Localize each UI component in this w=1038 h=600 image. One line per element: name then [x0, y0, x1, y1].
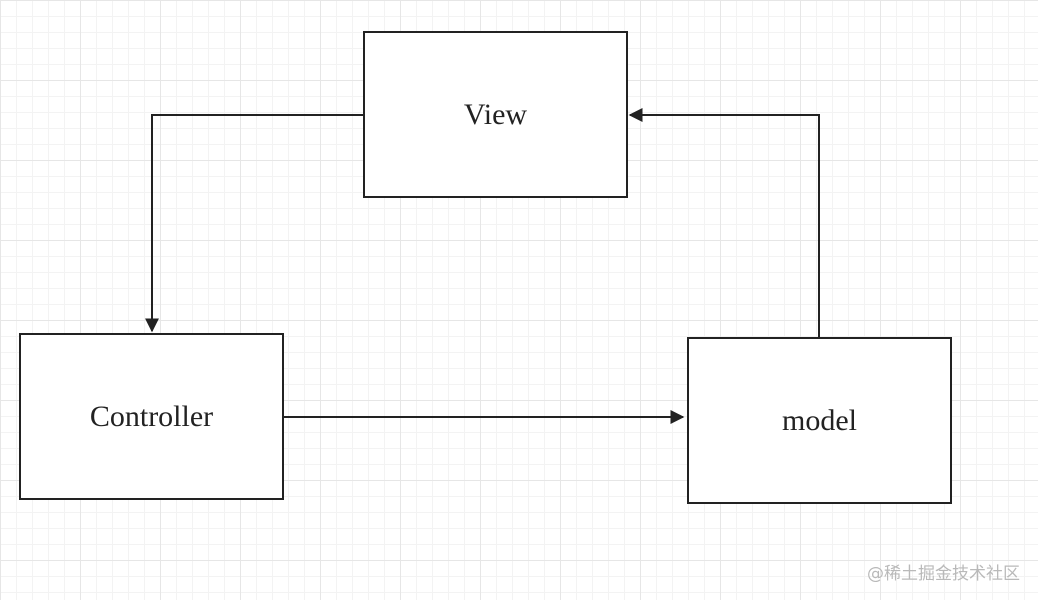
controller-node-label: Controller: [89, 399, 214, 433]
controller-node[interactable]: Controller: [19, 333, 284, 500]
view-node[interactable]: View: [363, 31, 628, 198]
model-node-label: model: [782, 403, 857, 437]
edge-model-to-view: [628, 108, 820, 337]
watermark: @稀土掘金技术社区: [867, 564, 1020, 584]
edge-view-to-controller: [145, 114, 363, 333]
model-node[interactable]: model: [687, 337, 952, 504]
view-node-label: View: [463, 97, 528, 131]
